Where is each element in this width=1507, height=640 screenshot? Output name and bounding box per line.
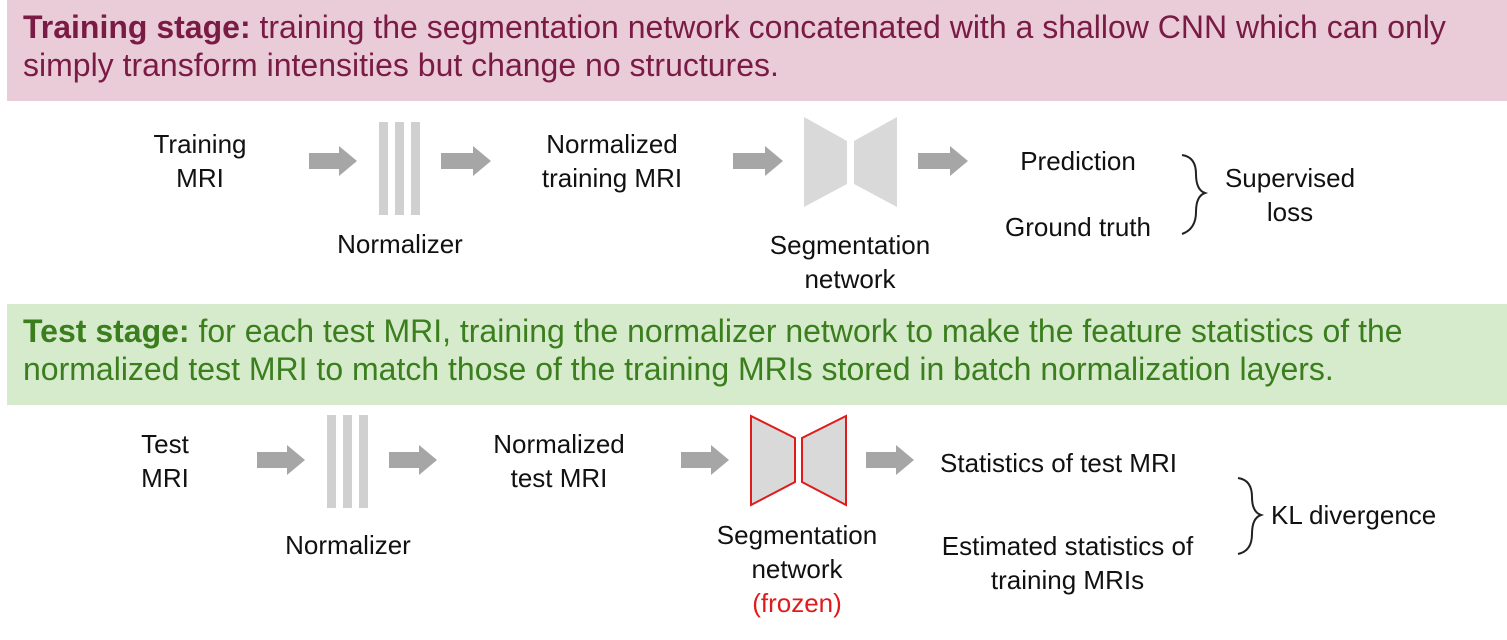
training-input-line2: MRI [176, 163, 224, 193]
training-stage-description: training the segmentation network concat… [23, 9, 1446, 83]
arrow-test-network-to-outputs [866, 445, 914, 475]
test-normalized-line2: test MRI [510, 463, 608, 493]
normalizer-block-test [327, 415, 368, 508]
arrow-training-network-to-outputs [918, 146, 968, 176]
estimated-statistics-line1: Estimated statistics of [941, 531, 1194, 561]
normalizer-block-training [379, 122, 420, 215]
test-normalizer-label: Normalizer [285, 530, 411, 560]
kl-divergence-label: KL divergence [1271, 500, 1437, 530]
test-network-line2: network [751, 554, 843, 584]
training-stage-heading: Training stage: [23, 9, 251, 45]
training-network-line2: network [804, 264, 896, 294]
test-network-line1: Segmentation [716, 520, 878, 550]
test-normalized-line1: Normalized [493, 429, 625, 459]
brace-training [1181, 154, 1209, 235]
training-network-label: Segmentation network [755, 228, 945, 296]
test-normalized-label: Normalized test MRI [474, 427, 644, 495]
supervised-loss-line2: loss [1266, 197, 1314, 227]
brace-test [1237, 477, 1265, 555]
prediction-label: Prediction [1020, 146, 1136, 176]
training-network-line1: Segmentation [769, 230, 931, 260]
test-input-line2: MRI [141, 463, 189, 493]
training-normalized-line1: Normalized [546, 129, 678, 159]
segmentation-network-test-frozen [750, 414, 847, 507]
training-stage-banner: Training stage: training the segmentatio… [7, 0, 1507, 101]
arrow-test-normalized-to-network [681, 445, 729, 475]
frozen-label: (frozen) [752, 588, 842, 618]
training-normalized-label: Normalized training MRI [522, 127, 702, 195]
test-input-label: Test MRI [115, 427, 215, 495]
training-input-label: Training MRI [140, 127, 260, 195]
arrow-test-normalizer-to-normalized [389, 445, 437, 475]
training-normalized-line2: training MRI [541, 163, 683, 193]
arrow-training-normalized-to-network [733, 146, 783, 176]
training-input-line1: Training [153, 129, 247, 159]
supervised-loss-line1: Supervised [1224, 163, 1356, 193]
estimated-statistics-label: Estimated statistics of training MRIs [925, 529, 1210, 597]
statistics-test-label: Statistics of test MRI [940, 448, 1177, 478]
arrow-training-normalizer-to-normalized [441, 146, 491, 176]
test-stage-banner: Test stage: for each test MRI, training … [7, 304, 1507, 405]
arrow-test-input-to-normalizer [257, 445, 305, 475]
test-input-line1: Test [141, 429, 189, 459]
estimated-statistics-line2: training MRIs [990, 565, 1145, 595]
test-network-label: Segmentation network (frozen) [702, 518, 892, 620]
segmentation-network-training [804, 117, 897, 207]
training-normalizer-label: Normalizer [337, 229, 463, 259]
test-stage-heading: Test stage: [23, 313, 190, 349]
test-stage-description: for each test MRI, training the normaliz… [23, 313, 1403, 387]
supervised-loss-label: Supervised loss [1210, 161, 1370, 229]
arrow-training-input-to-normalizer [309, 146, 357, 176]
ground-truth-label: Ground truth [1005, 212, 1151, 242]
